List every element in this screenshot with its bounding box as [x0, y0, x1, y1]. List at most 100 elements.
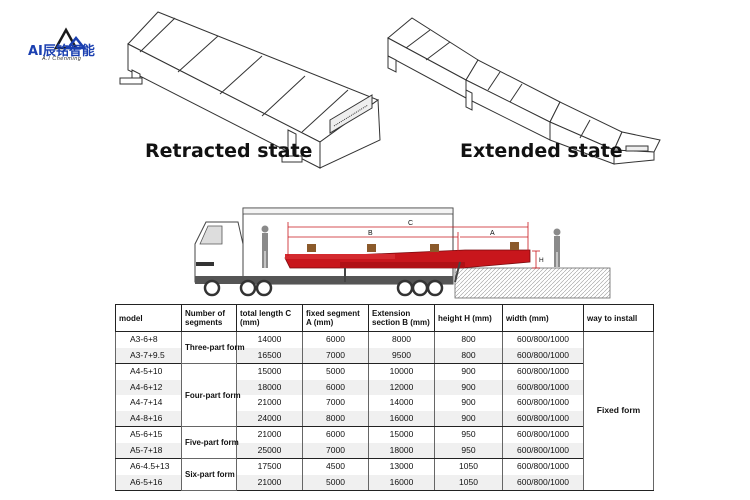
cell-total-length: 17500: [236, 458, 303, 475]
cell-total-length: 18000: [236, 379, 303, 395]
conveyor-diagram: C B A H: [119, 11, 661, 299]
cell-width: 600/800/1000: [502, 395, 584, 411]
cell-fixed-segment: 5000: [302, 363, 369, 380]
cell-extension-section: 13000: [368, 458, 435, 475]
cell-extension-section: 15000: [368, 426, 435, 443]
header-install: way to install: [583, 304, 654, 332]
cell-fixed-segment: 7000: [302, 347, 369, 364]
cell-height: 900: [434, 410, 503, 427]
cell-width: 600/800/1000: [502, 379, 584, 395]
spec-table: model Number of segments total length C …: [115, 304, 654, 491]
header-width: width (mm): [502, 304, 584, 332]
cell-fixed-segment: 4500: [302, 458, 369, 475]
cell-total-length: 21000: [236, 426, 303, 443]
cell-total-length: 25000: [236, 442, 303, 459]
cell-extension-section: 18000: [368, 442, 435, 459]
dimension-label-a: A: [490, 230, 495, 237]
cell-extension-section: 12000: [368, 379, 435, 395]
header-height: height H (mm): [434, 304, 503, 332]
cell-model: A3-6+8: [115, 331, 182, 348]
mountain-logo-icon: [53, 27, 87, 50]
cell-model: A4-6+12: [115, 379, 182, 395]
cell-model: A4-8+16: [115, 410, 182, 427]
retracted-state-caption: Retracted state: [145, 140, 313, 162]
header-fixed-segment: fixed segment A (mm): [302, 304, 369, 332]
cell-model: A6-5+16: [115, 474, 182, 491]
cell-extension-section: 16000: [368, 410, 435, 427]
cell-model: A4-5+10: [115, 363, 182, 380]
dimension-label-c: C: [408, 220, 413, 227]
cell-total-length: 21000: [236, 395, 303, 411]
cell-height: 800: [434, 331, 503, 348]
cell-model: A3-7+9.5: [115, 347, 182, 364]
cell-fixed-segment: 6000: [302, 331, 369, 348]
cell-segments: Three-part form: [181, 331, 245, 364]
cell-width: 600/800/1000: [502, 410, 584, 427]
cell-total-length: 16500: [236, 347, 303, 364]
cell-extension-section: 14000: [368, 395, 435, 411]
header-model: model: [115, 304, 182, 332]
cell-model: A6-4.5+13: [115, 458, 182, 475]
extended-conveyor-drawing: [387, 17, 661, 165]
cell-width: 600/800/1000: [502, 474, 584, 491]
cell-fixed-segment: 6000: [302, 426, 369, 443]
cell-total-length: 15000: [236, 363, 303, 380]
cell-height: 900: [434, 379, 503, 395]
cell-width: 600/800/1000: [502, 347, 584, 364]
cell-height: 900: [434, 395, 503, 411]
cell-fixed-segment: 6000: [302, 379, 369, 395]
header-segments: Number of segments: [181, 304, 237, 332]
cell-width: 600/800/1000: [502, 458, 584, 475]
dimension-label-b: B: [368, 230, 373, 237]
cell-extension-section: 16000: [368, 474, 435, 491]
logo-subtitle: A.I Chenming: [42, 56, 82, 62]
spec-table-header: model Number of segments total length C …: [115, 304, 654, 332]
retracted-conveyor-drawing: [119, 11, 381, 169]
cell-height: 1050: [434, 458, 503, 475]
cell-height: 800: [434, 347, 503, 364]
dimension-label-h: H: [539, 257, 544, 264]
cell-height: 950: [434, 426, 503, 443]
header-total-length: total length C (mm): [236, 304, 303, 332]
logo-text: AI辰铭智能: [28, 44, 95, 59]
truck-wheels: [203, 279, 444, 297]
worker-figures: [261, 225, 561, 268]
cell-height: 950: [434, 442, 503, 459]
cell-install: Fixed form: [583, 331, 654, 491]
cell-fixed-segment: 7000: [302, 442, 369, 459]
cell-model: A5-7+18: [115, 442, 182, 459]
cell-width: 600/800/1000: [502, 331, 584, 348]
cell-height: 1050: [434, 474, 503, 491]
cell-width: 600/800/1000: [502, 363, 584, 380]
cell-extension-section: 10000: [368, 363, 435, 380]
cell-fixed-segment: 8000: [302, 410, 369, 427]
cell-total-length: 21000: [236, 474, 303, 491]
dimension-lines: [287, 222, 540, 269]
cell-extension-section: 8000: [368, 331, 435, 348]
cell-height: 900: [434, 363, 503, 380]
cell-segments: Four-part form: [181, 363, 241, 427]
cell-width: 600/800/1000: [502, 426, 584, 443]
cell-model: A4-7+14: [115, 395, 182, 411]
truck-loading-scene: C B A H: [194, 207, 611, 299]
cell-width: 600/800/1000: [502, 442, 584, 459]
cell-fixed-segment: 7000: [302, 395, 369, 411]
cell-total-length: 24000: [236, 410, 303, 427]
header-extension-section: Extension section B (mm): [368, 304, 435, 332]
cell-segments: Five-part form: [181, 426, 239, 459]
cell-total-length: 14000: [236, 331, 303, 348]
cell-segments: Six-part form: [181, 458, 237, 491]
cell-fixed-segment: 5000: [302, 474, 369, 491]
cell-model: A5-6+15: [115, 426, 182, 443]
